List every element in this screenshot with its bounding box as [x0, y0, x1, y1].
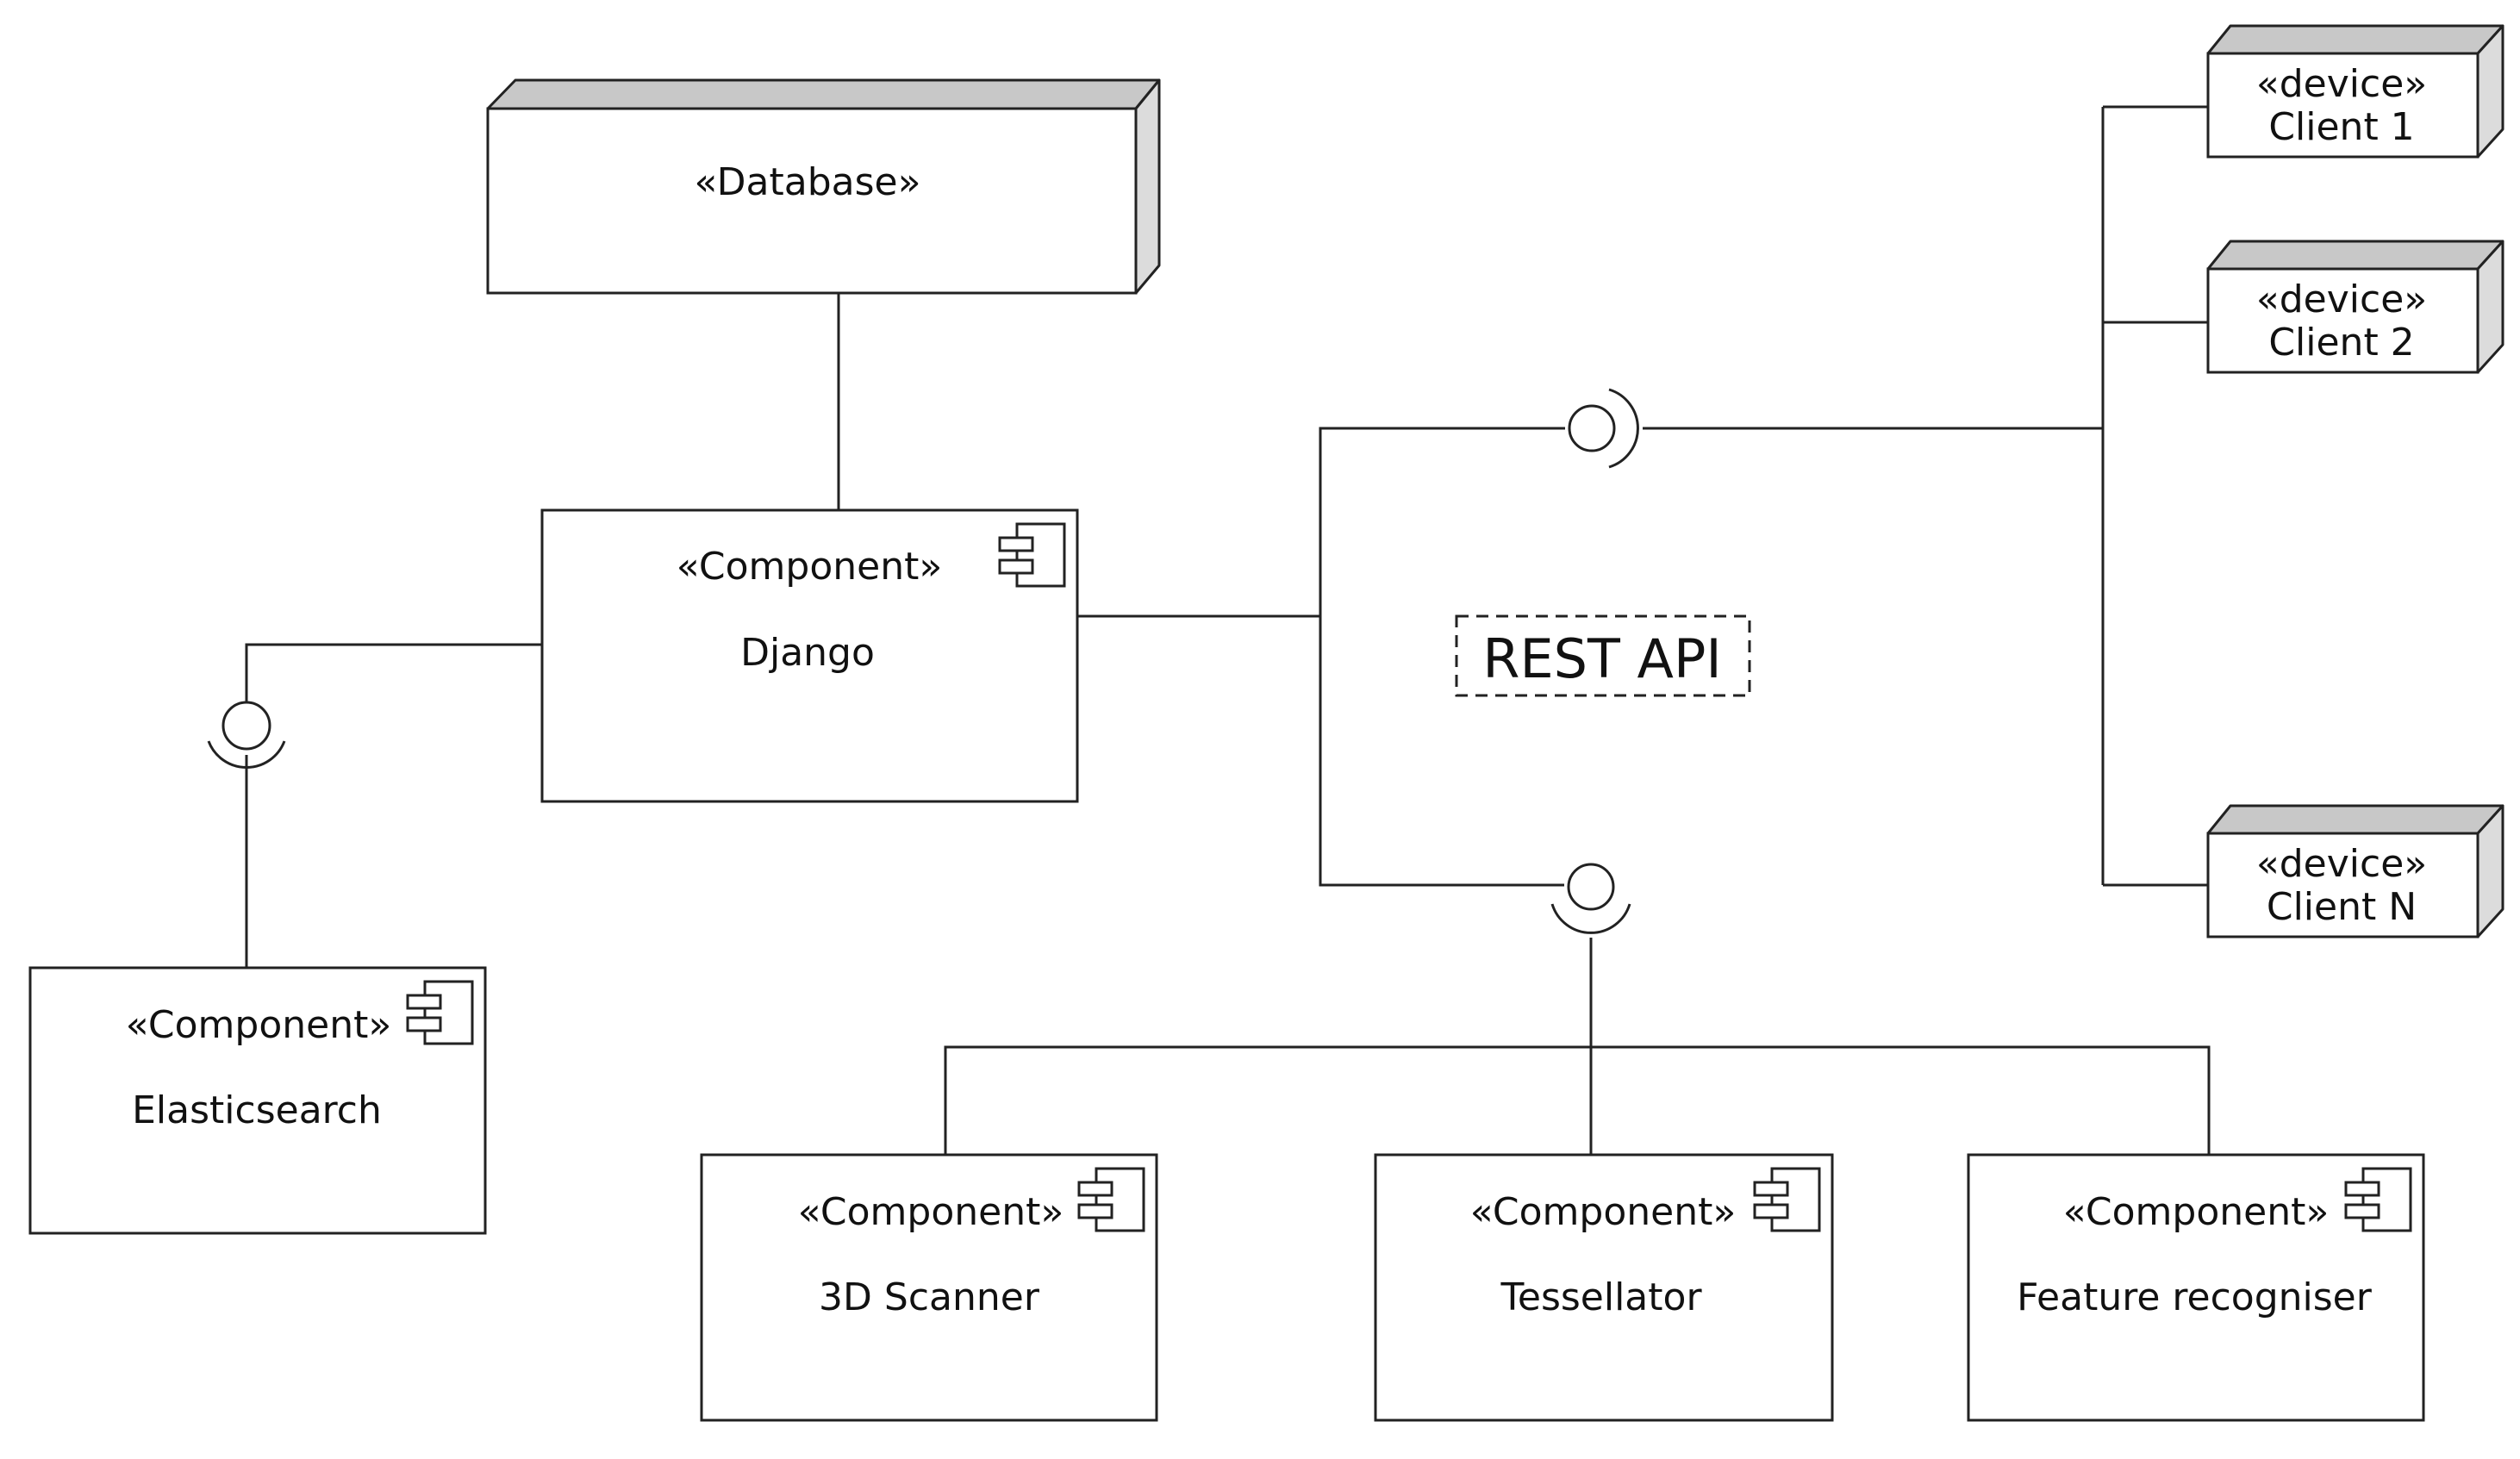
database-node: «Database» [486, 78, 1161, 295]
connector-rest-bus [1319, 427, 1565, 887]
component-icon [406, 980, 474, 1045]
rest-api-label: REST API [1482, 627, 1721, 690]
rest-api-frame: REST API [1455, 614, 1751, 697]
tessellator-stereotype: «Component» [1470, 1190, 1737, 1234]
elasticsearch-component: «Component» Elasticsearch [28, 966, 487, 1235]
connector-services-bus [944, 1045, 2211, 1155]
tessellator-component: «Component» Tessellator [1374, 1153, 1834, 1422]
component-icon [2344, 1167, 2412, 1232]
django-name: Django [740, 631, 875, 675]
scanner-component: «Component» 3D Scanner [700, 1153, 1158, 1422]
component-icon [1753, 1167, 1821, 1232]
django-stereotype: «Component» [677, 545, 943, 589]
django-component: «Component» Django [540, 508, 1079, 803]
elasticsearch-name: Elasticsearch [132, 1088, 382, 1132]
tessellator-name: Tessellator [1500, 1275, 1702, 1319]
required-interface-socket [1608, 388, 1639, 469]
client-device-1: «device» Client 1 [2206, 24, 2504, 159]
client-1-name: Client 1 [2268, 105, 2414, 149]
component-icon [998, 522, 1066, 588]
interface-rest-services [1550, 863, 1631, 934]
interface-rest-clients [1568, 388, 1639, 469]
client-device-n: «device» Client N [2206, 804, 2504, 938]
client-device-2: «device» Client 2 [2206, 240, 2504, 374]
elasticsearch-stereotype: «Component» [126, 1003, 392, 1047]
feature-recogniser-stereotype: «Component» [2063, 1190, 2330, 1234]
scanner-name: 3D Scanner [819, 1275, 1040, 1319]
connector-django-interface [245, 643, 542, 705]
required-interface-socket [207, 740, 286, 769]
required-interface-socket [1550, 903, 1631, 934]
client-2-stereotype: «device» [2256, 277, 2427, 321]
client-n-name: Client N [2267, 885, 2417, 929]
database-stereotype: «Database» [694, 160, 920, 204]
scanner-stereotype: «Component» [798, 1190, 1064, 1234]
feature-recogniser-name: Feature recogniser [2017, 1275, 2373, 1319]
client-1-stereotype: «device» [2256, 62, 2427, 106]
interface-django-elasticsearch [207, 701, 286, 769]
component-icon [1077, 1167, 1145, 1232]
provided-interface-ball [1567, 863, 1615, 911]
provided-interface-ball [1568, 404, 1616, 452]
connectors [245, 105, 2211, 1155]
client-n-stereotype: «device» [2256, 842, 2427, 886]
feature-recogniser-component: «Component» Feature recogniser [1967, 1153, 2425, 1422]
client-2-name: Client 2 [2268, 321, 2414, 365]
provided-interface-ball [221, 701, 271, 751]
